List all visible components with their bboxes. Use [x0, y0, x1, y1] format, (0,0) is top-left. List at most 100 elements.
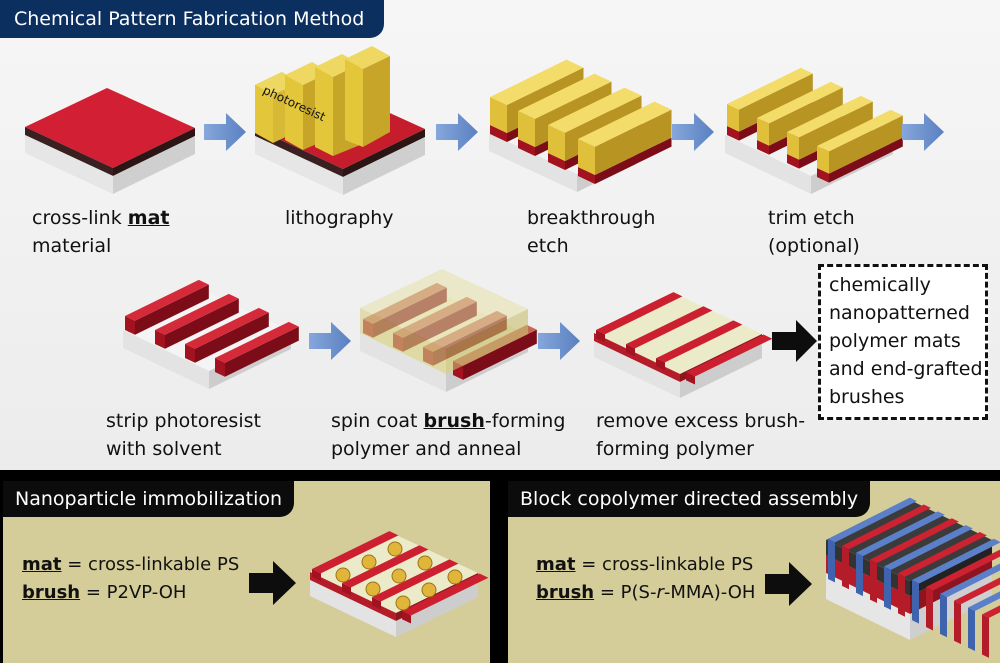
- arrow-right-icon: [538, 322, 580, 360]
- arrow-right-icon: [436, 113, 478, 151]
- bcp-lamella: [898, 531, 987, 577]
- step2-caption-line1: lithography: [285, 207, 394, 229]
- page-title: Chemical Pattern Fabrication Method: [0, 0, 384, 38]
- nanoparticle-block: [310, 531, 489, 637]
- bcp-brush-key: brush: [536, 582, 595, 603]
- arrow-right-icon: [765, 562, 812, 606]
- brush-stripe: [372, 559, 459, 602]
- ridge-mat-side: [225, 326, 299, 377]
- nanoparticle: [335, 567, 351, 583]
- brush-stripe-edge: [342, 583, 351, 596]
- bcp-lamella: [940, 563, 1000, 598]
- bcp-lamella: [982, 605, 1000, 618]
- step1-mat-word: mat: [127, 207, 170, 229]
- brush-stripe: [342, 545, 429, 588]
- nanoparticle: [391, 568, 407, 584]
- step3-caption-line1: breakthrough: [527, 207, 656, 229]
- arrow-right-icon: [249, 561, 296, 605]
- ridge-mat-face: [727, 126, 739, 141]
- ridge-resist-face: [490, 97, 507, 133]
- bcp-lamella: [828, 497, 917, 543]
- ridge-mat-side: [135, 284, 209, 335]
- arrow-right-icon: [902, 113, 944, 151]
- ridge-mat-side: [165, 298, 239, 349]
- step3-etch-block: [489, 59, 672, 192]
- ridge-resist-top: [490, 59, 584, 105]
- np-brush-key: brush: [22, 582, 81, 603]
- brush-stripe-edge: [402, 611, 411, 624]
- brush-stripe-edge: [312, 569, 321, 582]
- bcp-lamella: [954, 577, 1000, 605]
- step1-mat-block: [25, 88, 195, 194]
- ridge-resist-face: [757, 118, 769, 146]
- ridge-mat-side: [829, 137, 903, 183]
- step4-caption-line2: (optional): [768, 235, 860, 257]
- step5-caption-line2: with solvent: [106, 438, 222, 460]
- ridge-resist-face: [727, 104, 739, 132]
- ridge-mat-face: [155, 330, 165, 349]
- step4-caption: trim etch (optional): [768, 204, 860, 260]
- bcp-lamella: [856, 511, 945, 557]
- bcp-lamella-face: [982, 614, 989, 658]
- bcp-lamella: [926, 549, 1000, 591]
- ridge-mat-top: [125, 279, 209, 321]
- bcp-lamella: [912, 538, 1000, 584]
- ridge-mat-face: [490, 125, 507, 142]
- ridge-resist-face: [817, 146, 829, 174]
- np-formula: mat = cross-linkable PS brush = P2VP-OH: [22, 551, 239, 607]
- ridge-resist-face: [518, 111, 535, 147]
- bcp-panel-title: Block copolymer directed assembly: [508, 481, 871, 517]
- bcp-lamella: [968, 591, 1000, 612]
- result-box: chemically nanopatterned polymer mats an…: [818, 264, 988, 420]
- bcp-brush-value-italic: r: [656, 582, 664, 603]
- bcp-lamella-face: [884, 566, 891, 610]
- ridge-mat-top: [215, 321, 299, 363]
- ridge-resist-top: [787, 95, 873, 138]
- ridge-mat-face: [548, 153, 565, 170]
- np-brush-value: = P2VP-OH: [80, 582, 187, 603]
- ridge-resist-face: [787, 132, 799, 160]
- step3-caption: breakthrough etch: [527, 204, 655, 260]
- bcp-mat-value: = cross-linkable PS: [575, 554, 754, 575]
- bcp-lamella-face: [940, 593, 947, 638]
- nanoparticle: [447, 569, 463, 585]
- bcp-lamella-face: [926, 587, 933, 631]
- bcp-lamella-face: [954, 600, 961, 645]
- brush-stripe-edge: [372, 597, 381, 610]
- ridge-mat-face: [787, 154, 799, 169]
- bcp-lamella-face: [842, 545, 849, 590]
- ridge-mat-face: [185, 344, 195, 363]
- bcp-mat-key: mat: [536, 554, 576, 575]
- step7-caption: remove excess brush- forming polymer: [596, 407, 805, 463]
- ridge-resist-top: [727, 67, 813, 110]
- ridge-mat-top: [185, 307, 269, 349]
- ridge-resist-side: [769, 87, 843, 146]
- arrow-right-icon: [309, 322, 351, 360]
- ridge-mat-face: [215, 358, 225, 377]
- step6-spincoat-block: [360, 269, 537, 392]
- bcp-lamella-face: [870, 559, 877, 604]
- ridge-resist-top: [548, 87, 642, 133]
- bcp-formula: mat = cross-linkable PS brush = P(S-r-MM…: [536, 551, 755, 607]
- brush-stripe: [402, 573, 489, 616]
- ridge-resist-face: [578, 139, 595, 175]
- brush-stripe-edge: [686, 372, 695, 385]
- step6-brush-word: brush: [423, 410, 485, 432]
- step1-caption-line2: material: [32, 235, 112, 257]
- bcp-brush-value-post: -MMA)-OH: [663, 582, 756, 603]
- step2-caption: lithography: [285, 204, 394, 232]
- ridge-resist-top: [817, 109, 903, 152]
- nanoparticle: [365, 581, 381, 597]
- ridge-mat-side: [195, 312, 269, 363]
- nanoparticle: [387, 541, 403, 557]
- step6-caption: spin coat brush-forming polymer and anne…: [331, 407, 565, 463]
- step6-caption-line2: polymer and anneal: [331, 438, 522, 460]
- brush-stripe-edge: [656, 358, 665, 371]
- bcp-block: [826, 497, 1000, 658]
- brush-stripe: [596, 292, 683, 335]
- flow-arrows: [204, 113, 944, 606]
- ridge-resist-top: [518, 73, 612, 119]
- ridge-mat-side: [463, 329, 537, 380]
- step1-caption-prefix: cross-link: [32, 207, 128, 229]
